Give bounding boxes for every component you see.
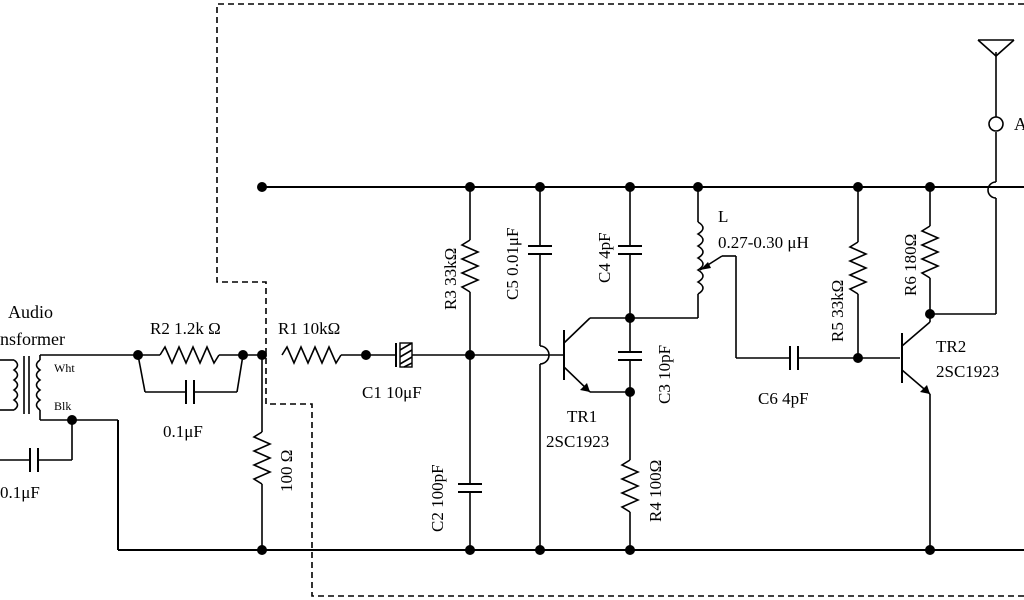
inductor-l	[630, 187, 790, 359]
c2-label: C2 100pF	[428, 464, 447, 532]
capacitor-c4	[618, 187, 642, 318]
transformer-label-line2: nsformer	[0, 329, 65, 349]
r5-label: R5 33kΩ	[828, 280, 847, 342]
c3-label: C3 10pF	[655, 345, 674, 404]
transformer-blk-label: Blk	[54, 399, 71, 413]
tr2-name: TR2	[936, 337, 966, 356]
r2-label: R2 1.2k Ω	[150, 319, 221, 338]
audio-transformer	[0, 354, 138, 421]
antenna-icon	[977, 39, 1015, 132]
capacitor-c6	[789, 346, 900, 370]
r100-label: 100 Ω	[277, 450, 296, 492]
capacitor-c3	[618, 318, 642, 392]
resistor-r5	[848, 187, 868, 358]
c5-label: C5 0.01μF	[503, 228, 522, 300]
transformer-wht-label: Wht	[54, 361, 75, 375]
capacitor-c5	[528, 187, 552, 550]
tr1-name: TR1	[567, 407, 597, 426]
inductor-value: 0.27-0.30 μH	[718, 233, 809, 252]
inductor-name: L	[718, 207, 728, 226]
capacitor-c1	[366, 342, 470, 368]
junction-dots	[67, 182, 935, 555]
r6-label: R6 180Ω	[901, 234, 920, 296]
r4-label: R4 100Ω	[646, 460, 665, 522]
resistor-100-ohm	[252, 355, 272, 550]
enclosure-dashed-outline	[216, 3, 1024, 597]
capacitor-left-label: 0.1μF	[0, 483, 40, 502]
tr1-part: 2SC1923	[546, 432, 609, 451]
capacitor-c2	[458, 355, 482, 550]
transformer-label-line1: Audio	[8, 302, 53, 322]
resistor-r1	[281, 345, 366, 365]
resistor-r3	[460, 187, 480, 355]
r3-label: R3 33kΩ	[441, 248, 460, 310]
transistor-tr1	[563, 317, 630, 393]
capacitor-r2-bypass	[137, 354, 244, 404]
tr2-part: 2SC1923	[936, 362, 999, 381]
antenna-feed	[930, 132, 997, 315]
capacitor-left-0.1uF	[0, 419, 119, 550]
antenna-label: A	[1014, 114, 1024, 134]
r1-label: R1 10kΩ	[278, 319, 340, 338]
c4-label: C4 4pF	[595, 232, 614, 283]
r2-cap-label: 0.1μF	[163, 422, 203, 441]
c6-label: C6 4pF	[758, 389, 809, 408]
resistor-r4	[620, 392, 640, 550]
transistor-tr2	[901, 314, 931, 550]
c1-label: C1 10μF	[362, 383, 422, 402]
resistor-r6	[920, 187, 940, 314]
